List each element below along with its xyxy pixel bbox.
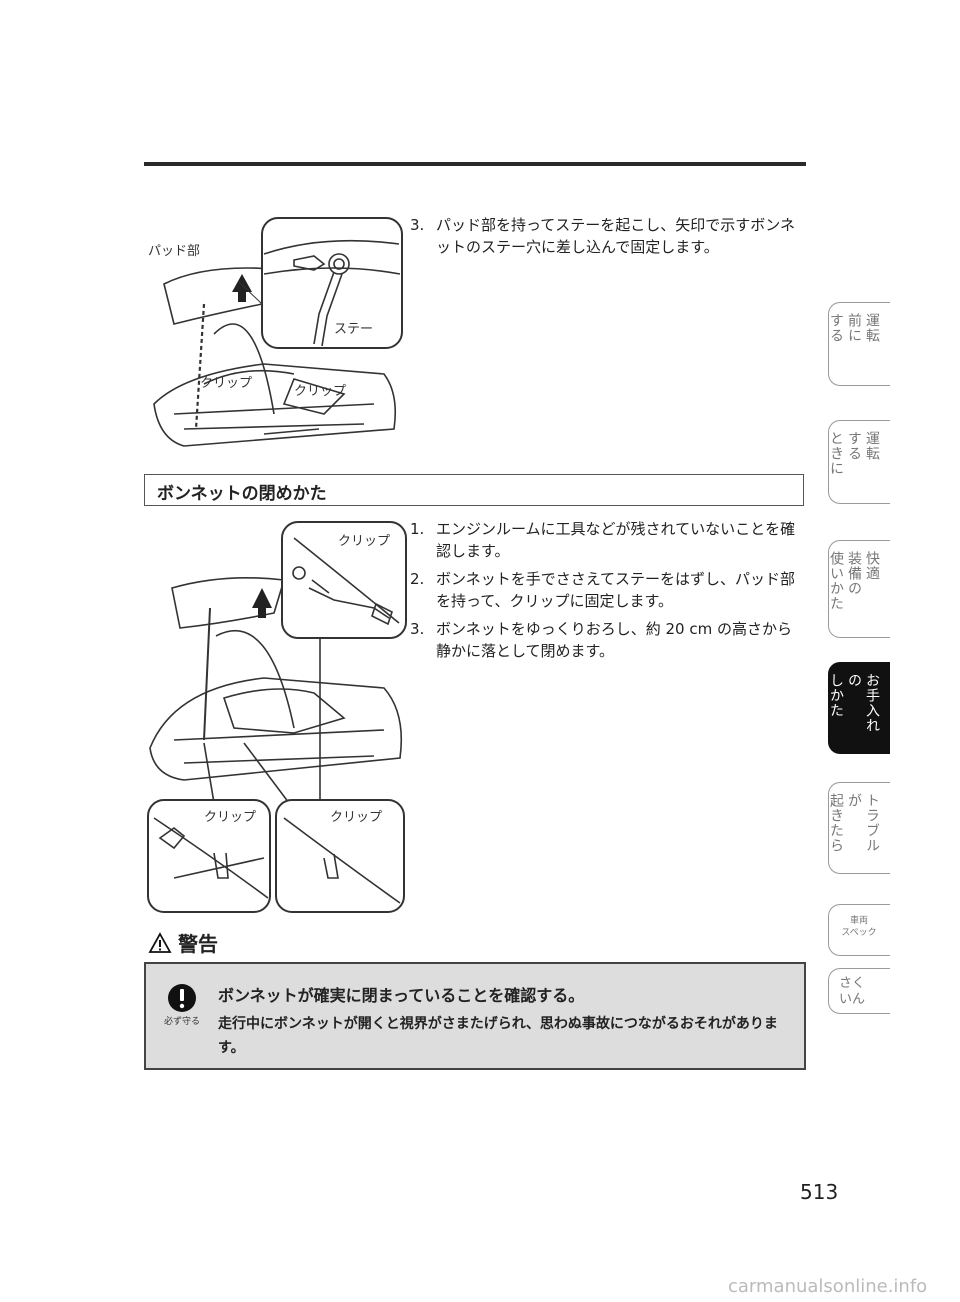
footer-watermark: carmanualsonline.info [728, 1276, 928, 1297]
section-title: ボンネットの閉めかた [157, 484, 327, 504]
label-clip-1: クリップ [200, 376, 253, 391]
warning-box [144, 962, 806, 1070]
warning-heading: 警告 [148, 928, 218, 957]
label-clip-2: クリップ [294, 384, 347, 399]
tab-troubleshooting[interactable]: トラブル が 起きたら [828, 782, 890, 874]
label-stay: ステー [334, 322, 374, 337]
warning-triangle-icon [148, 931, 172, 953]
warning-body: 走行中にボンネットが開くと視界がさまたげられ、思わぬ事故につながるおそれがありま… [218, 1016, 778, 1056]
tab-while-driving[interactable]: 運転 する ときに [828, 420, 890, 504]
label-clip-top: クリップ [338, 534, 391, 549]
step-3-open: 3. パッド部を持ってステーを起こし、矢印で示すボンネットのステー穴に差し込んで… [410, 216, 795, 256]
tab-index[interactable]: さく いん [828, 968, 890, 1014]
exclamation-circle-icon [168, 984, 196, 1012]
close-step-3: 3. ボンネットをゆっくりおろし、約 20 cm の高さから静かに落として閉めま… [410, 620, 792, 660]
close-step-1: 1. エンジンルームに工具などが残されていないことを確認します。 [410, 520, 796, 560]
must-follow-label: 必ず守る [164, 1017, 201, 1027]
warning-title: ボンネットが確実に閉まっていることを確認する。 [218, 986, 585, 1005]
label-clip-bottom-right: クリップ [330, 810, 383, 825]
label-pad: パッド部 [148, 244, 201, 259]
label-clip-bottom-left: クリップ [204, 810, 257, 825]
tab-vehicle-specs[interactable]: 車両 スペック [828, 904, 890, 956]
page-number: 513 [800, 1180, 839, 1204]
figure-bonnet-open [153, 217, 403, 447]
top-rule [144, 162, 806, 166]
warning-heading-text: 警告 [178, 932, 218, 956]
tab-maintenance[interactable]: お手入れ の しかた [828, 662, 890, 754]
close-step-2: 2. ボンネットを手でささえてステーをはずし、パッド部を持って、クリップに固定し… [410, 570, 795, 610]
figure-bonnet-close [147, 521, 407, 913]
section-heading-bar: ボンネットの閉めかた [144, 474, 804, 506]
tab-comfort-equipment[interactable]: 快適 装備の 使いかた [828, 540, 890, 638]
tab-before-driving[interactable]: 運転 前に する [828, 302, 890, 386]
